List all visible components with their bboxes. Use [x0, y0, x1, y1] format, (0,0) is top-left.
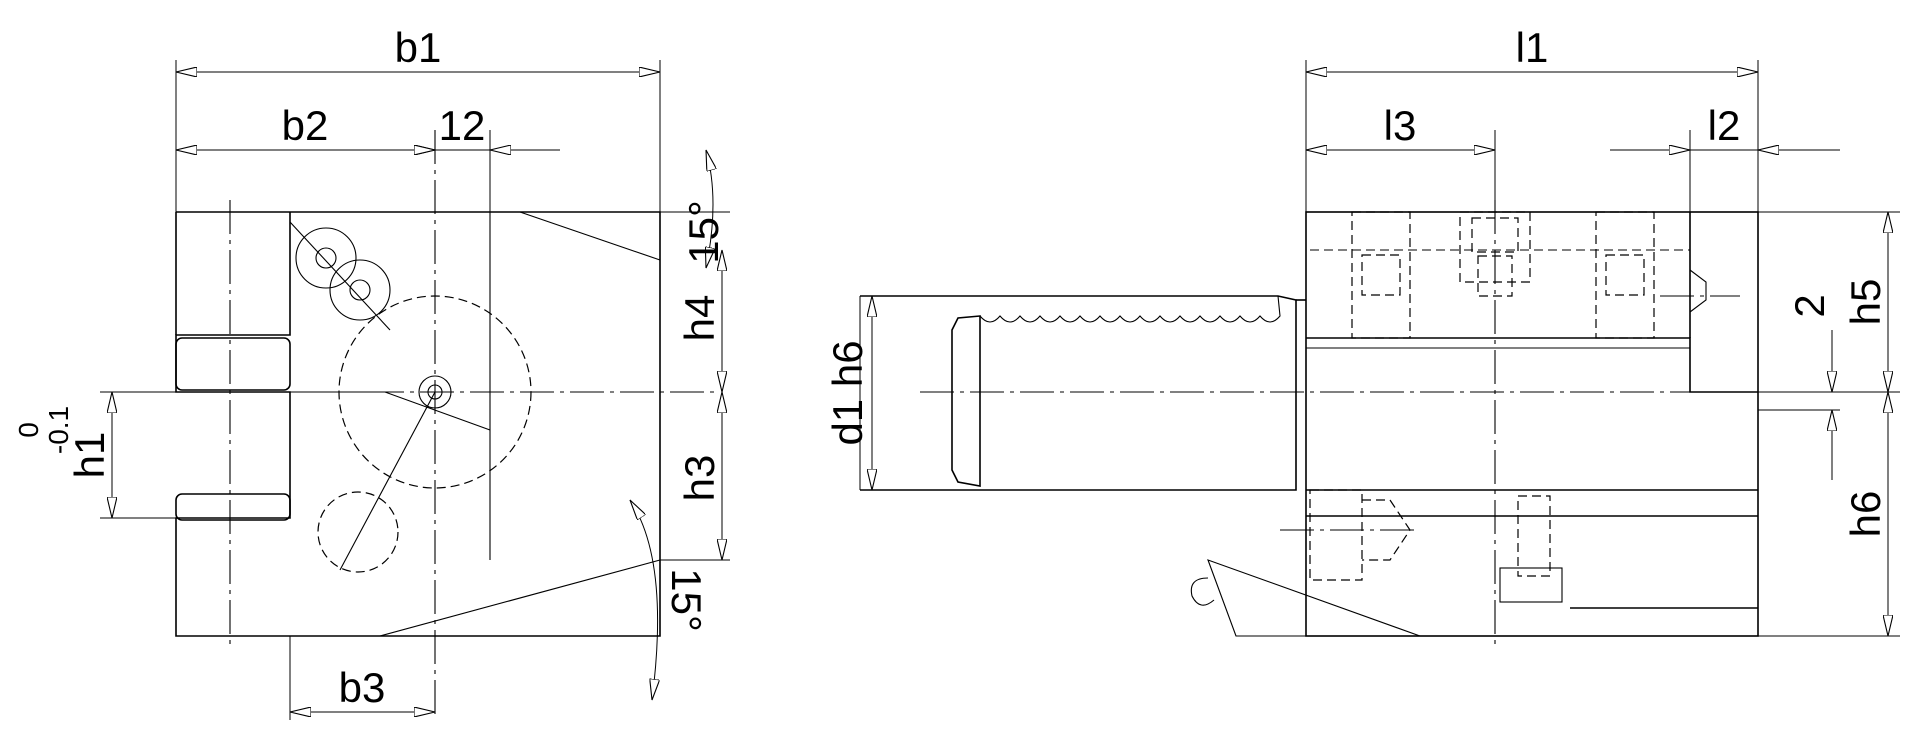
screw-3-head	[1605, 254, 1645, 296]
dim-b2-label: b2	[282, 102, 329, 149]
bore-circle-hidden	[338, 295, 532, 489]
dim-12-label: 12	[439, 102, 486, 149]
front-view-outline	[175, 211, 661, 637]
dim-h3-label: h3	[676, 455, 723, 502]
cutting-insert	[1207, 559, 1421, 637]
dim-2-label: 2	[1786, 294, 1833, 317]
body-outline	[1305, 211, 1759, 637]
insert-tip	[1190, 577, 1215, 606]
dim-h4-label: h4	[676, 295, 723, 342]
dim-h6-label: h6	[1842, 491, 1889, 538]
screw-hole-2-inner	[349, 279, 371, 301]
knurled-nut	[1499, 567, 1563, 603]
center-pin	[418, 375, 452, 409]
lower-screw	[1309, 489, 1363, 581]
dim-l3-label: l3	[1384, 102, 1417, 149]
lower-hole-leader	[339, 391, 436, 571]
hidden-screws	[1309, 211, 1655, 603]
angle-top-label: 15°	[680, 200, 727, 264]
angle-top-arc	[706, 150, 713, 268]
screw-hole-1	[295, 227, 357, 289]
tol-lower: -0.1	[43, 406, 74, 454]
bottom-taper-face	[379, 559, 661, 637]
screw-1-head	[1361, 254, 1401, 296]
tol-upper: 0	[13, 422, 44, 438]
lower-hole-hidden	[317, 491, 399, 573]
screw-hole-1-inner	[315, 247, 337, 269]
shank-outline	[860, 295, 1297, 491]
dim-b1-label: b1	[395, 24, 442, 71]
shank-serrations	[979, 295, 1281, 323]
body-upper-step	[1306, 337, 1758, 393]
dim-l2-label: l2	[1708, 102, 1741, 149]
dim-d1-label: d1 h6	[824, 340, 871, 445]
angle-bottom-label: 15°	[663, 568, 710, 632]
screw-cavity-3	[1595, 211, 1655, 339]
screw-hole-2	[329, 259, 391, 321]
dim-b3-label: b3	[339, 664, 386, 711]
shank-tip	[951, 315, 981, 487]
front-view: b1 b2 12 b3 h1 0 -0.1 h4 h3 15° 15°	[13, 24, 730, 720]
screw-cavity-1	[1351, 211, 1411, 339]
lower-slot-plate	[175, 493, 291, 521]
dim-l1-label: l1	[1516, 24, 1549, 71]
lateral-pin	[1689, 269, 1707, 313]
center-pin-inner	[427, 384, 443, 400]
side-view: l1 l3 l2 d1 h6 2 h5 h6	[824, 24, 1900, 650]
upper-slot-plate	[175, 337, 291, 391]
top-taper-face	[519, 211, 661, 261]
angle-bottom-arc	[630, 500, 658, 700]
screw-axis	[289, 221, 391, 331]
dim-h1-label: h1	[66, 432, 113, 479]
clamp-wedge-line	[290, 391, 491, 431]
dim-h5-label: h5	[1842, 279, 1889, 326]
lower-setscrew	[1517, 495, 1551, 577]
